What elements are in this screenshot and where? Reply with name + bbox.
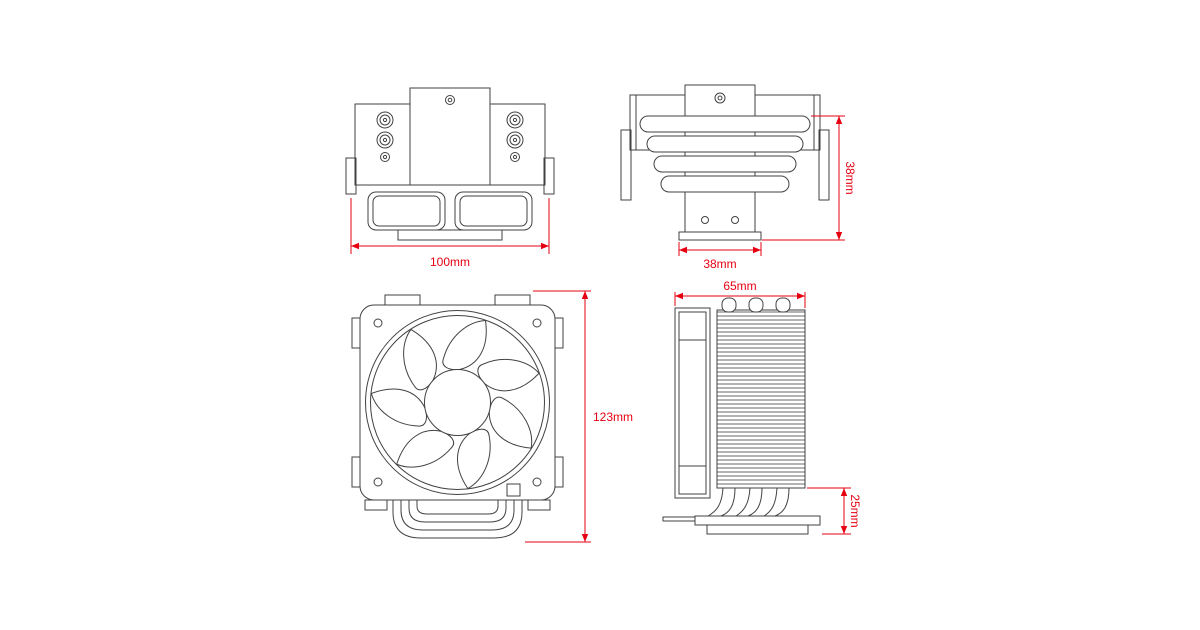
heatpipe-ends-left: [376, 111, 394, 162]
dimension-label-side-base-height: 25mm: [848, 494, 862, 527]
heatpipe-ends-right: [506, 111, 524, 162]
dimension-depth-38mm: 38mm: [678, 242, 762, 271]
heatpipes-front: [392, 499, 523, 539]
dimension-label-side-width: 65mm: [723, 279, 756, 293]
front-view: 123mm: [351, 290, 633, 543]
rear-view: 38mm 38mm: [620, 84, 857, 271]
dimension-height-123mm: 123mm: [525, 290, 633, 543]
dimension-label-rear-depth: 38mm: [703, 257, 736, 271]
fan-top-outline: [367, 191, 533, 241]
dimension-label-rear-height: 38mm: [843, 161, 857, 194]
side-view: 65mm 25mm: [662, 279, 862, 535]
fan-blades: [370, 319, 540, 490]
fin-stack-side: [716, 309, 806, 489]
base-plate-rear: [678, 216, 762, 241]
top-view: 100mm: [345, 87, 555, 269]
base-plate-side: [662, 515, 821, 535]
cooler-body-top-outline: [345, 87, 555, 195]
dimension-label-front-height: 123mm: [593, 410, 633, 424]
heatpipes-side: [707, 487, 790, 517]
dimension-height-38mm: 38mm: [762, 115, 857, 241]
fan-impeller: [365, 310, 550, 495]
dimension-width-100mm: 100mm: [350, 198, 550, 269]
heatpipe-tops: [721, 297, 791, 313]
fan-side: [674, 307, 711, 499]
dimension-base-height-25mm: 25mm: [807, 487, 862, 535]
dimension-label-top-width: 100mm: [430, 255, 470, 269]
dimension-width-65mm: 65mm: [674, 279, 806, 308]
heatpipes-rear: [639, 115, 811, 193]
